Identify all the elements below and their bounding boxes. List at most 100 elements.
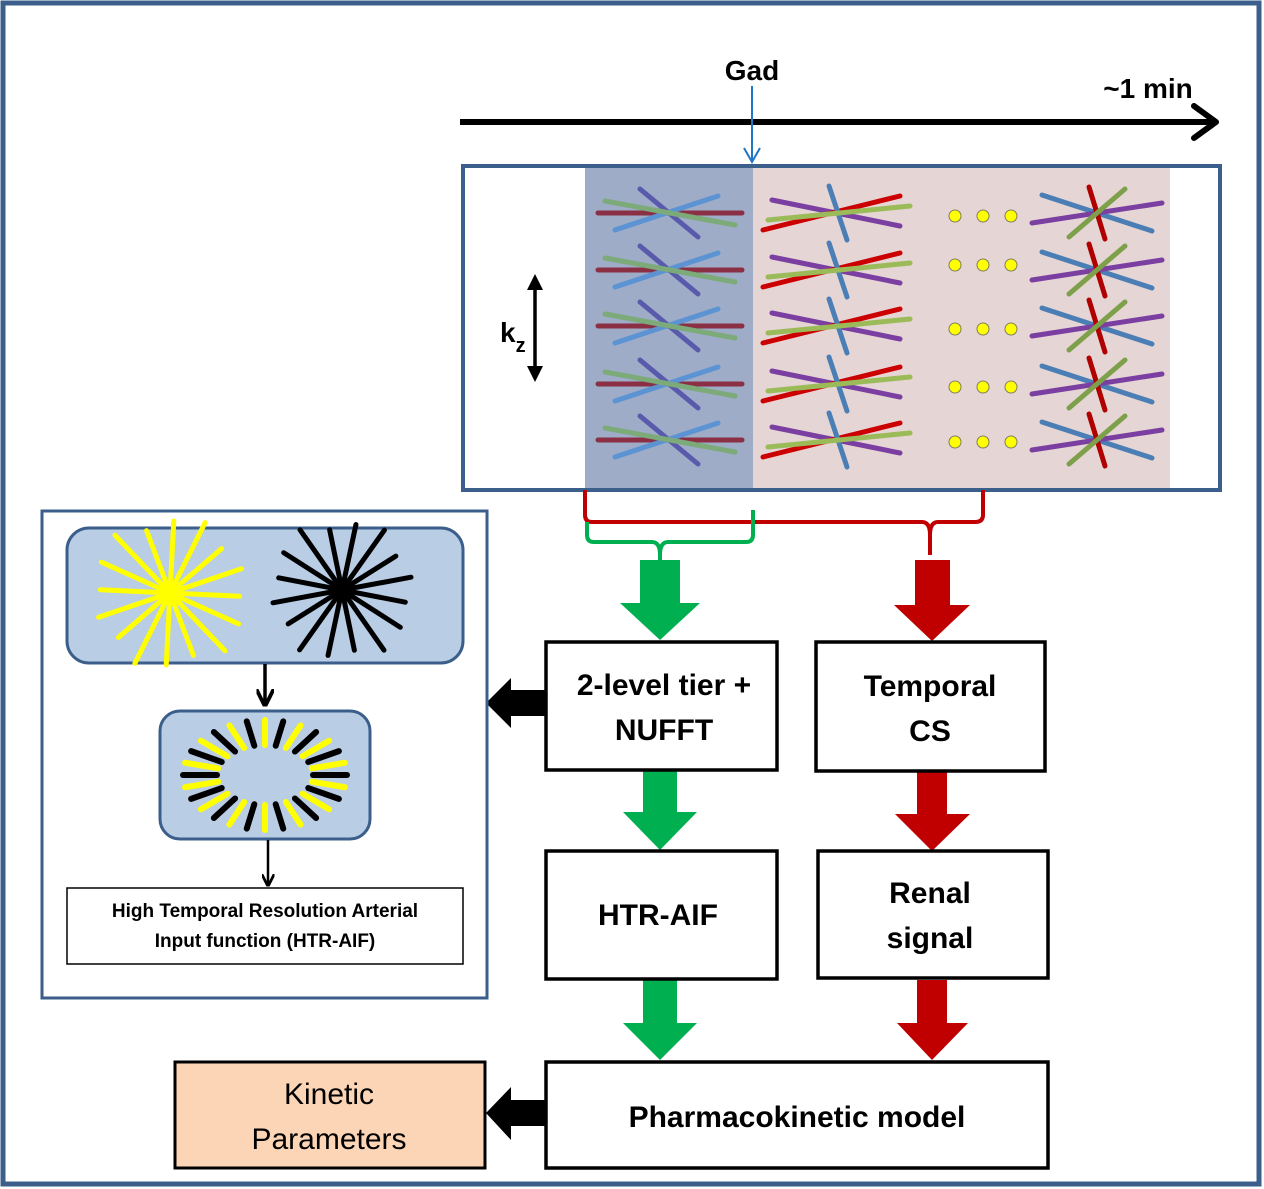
arrow-nufft-to-panel xyxy=(486,678,546,728)
box-renal-signal: Renal signal xyxy=(816,849,1050,980)
spoke-green xyxy=(1066,357,1128,411)
ellipsis-dot xyxy=(1004,258,1018,272)
renal-line1: Renal xyxy=(889,877,971,910)
spoke-green xyxy=(602,369,738,399)
box-pharmacokinetic-model: Pharmacokinetic model xyxy=(544,1060,1050,1170)
green-path-arrows xyxy=(620,560,700,1060)
black-ring-spoke xyxy=(188,748,225,765)
black-ring-spoke xyxy=(243,718,258,749)
acquisition-panel: kz xyxy=(461,164,1222,492)
spoke-green xyxy=(1066,243,1128,297)
left-panel: High Temporal Resolution Arterial Input … xyxy=(40,509,489,1000)
box-htr-aif: HTR-AIF xyxy=(544,849,779,981)
box-temporal-cs: Temporal CS xyxy=(814,640,1047,773)
caption-line1: High Temporal Resolution Arterial xyxy=(112,901,418,922)
temporal-cs-line1: Temporal xyxy=(864,670,997,703)
spoke-green xyxy=(765,316,913,336)
red-arrow-1 xyxy=(894,560,970,641)
black-ring-spoke xyxy=(272,718,287,749)
spoke-green xyxy=(1066,186,1128,240)
ellipsis-dot xyxy=(1004,209,1018,223)
model-label: Pharmacokinetic model xyxy=(629,1101,966,1134)
gad-arrowhead-icon xyxy=(743,147,761,165)
spoke-green xyxy=(602,311,738,341)
spoke-green xyxy=(765,260,913,280)
ellipsis-dot xyxy=(976,209,990,223)
spoke-green xyxy=(1066,299,1128,353)
htr-aif-caption-box xyxy=(66,887,464,965)
red-path-arrows xyxy=(894,560,970,1060)
spoke-green xyxy=(765,374,913,394)
early-spokes-group xyxy=(595,186,745,467)
yellow-ring-spoke xyxy=(308,778,348,791)
black-spoke xyxy=(270,574,414,606)
red-brace xyxy=(583,490,985,555)
yellow-ring-spoke xyxy=(182,778,222,791)
spoke-green xyxy=(602,198,738,228)
kinetic-line2: Parameters xyxy=(251,1123,406,1156)
black-ring-spoke xyxy=(291,728,320,755)
gad-label: Gad xyxy=(725,55,779,86)
yellow-ring-spoke xyxy=(308,759,348,772)
kz-down-arrowhead-icon xyxy=(527,366,543,382)
ellipsis-dot xyxy=(1004,322,1018,336)
red-arrow-2 xyxy=(895,771,970,851)
ellipsis-dot xyxy=(1004,380,1018,394)
ellipsis-dot xyxy=(1004,435,1018,449)
late-spokes-group xyxy=(760,183,913,470)
red-arrow-3 xyxy=(897,980,968,1060)
black-ring-spoke xyxy=(272,801,287,832)
caption-line2: Input function (HTR-AIF) xyxy=(155,931,376,952)
yellow-ring-spoke xyxy=(282,799,304,828)
kz-up-arrowhead-icon xyxy=(527,274,543,290)
arrow-model-to-params xyxy=(486,1087,546,1140)
black-ring-spoke xyxy=(243,801,258,832)
htr-aif-label: HTR-AIF xyxy=(598,899,718,932)
interleaved-ring-icon xyxy=(180,717,350,833)
ellipsis-dot xyxy=(948,209,962,223)
temporal-cs-line2: CS xyxy=(909,715,951,748)
green-arrow-2 xyxy=(623,771,697,850)
ellipsis-dot xyxy=(976,435,990,449)
spoke-green xyxy=(602,255,738,285)
box-kinetic-parameters: Kinetic Parameters xyxy=(173,1060,487,1170)
yellow-spoke xyxy=(96,566,244,620)
ellipsis-dot xyxy=(976,258,990,272)
kinetic-line1: Kinetic xyxy=(284,1078,374,1111)
black-ring-spoke xyxy=(305,785,342,802)
ellipsis-dot xyxy=(948,322,962,336)
black-ring-spoke xyxy=(210,728,239,755)
yellow-ring-spoke xyxy=(182,759,222,772)
black-ring-spoke xyxy=(188,785,225,802)
nufft-line1: 2-level tier + xyxy=(577,669,751,702)
duration-label: ~1 min xyxy=(1103,73,1192,104)
yellow-radial-star-icon xyxy=(96,518,244,668)
acquisition-frame xyxy=(461,164,1222,492)
final-spokes-group xyxy=(1029,184,1165,469)
ellipsis-dots-group xyxy=(948,209,1018,449)
yellow-ring-spoke xyxy=(197,790,231,813)
yellow-ring-spoke xyxy=(197,737,231,760)
black-ring-spoke xyxy=(305,748,342,765)
yellow-ring-spoke xyxy=(226,799,248,828)
green-arrow-3 xyxy=(623,980,697,1060)
box-nufft: 2-level tier + NUFFT xyxy=(544,640,779,772)
renal-line2: signal xyxy=(887,922,974,955)
spoke-green xyxy=(765,430,913,450)
ellipsis-dot xyxy=(948,435,962,449)
yellow-ring-spoke xyxy=(299,737,333,760)
spoke-green xyxy=(1066,413,1128,467)
yellow-ring-spoke xyxy=(299,790,333,813)
timeline: ~1 min Gad xyxy=(460,55,1219,165)
spoke-green xyxy=(765,203,913,223)
ellipsis-dot xyxy=(948,380,962,394)
black-radial-star-icon xyxy=(270,522,414,658)
time-axis-arrowhead-icon xyxy=(1191,103,1219,141)
combined-spokes-panel xyxy=(158,709,372,841)
spoke-green xyxy=(602,425,738,455)
yellow-ring-spoke xyxy=(282,722,304,751)
nufft-line2: NUFFT xyxy=(615,714,713,747)
green-brace xyxy=(585,510,755,562)
ellipsis-dot xyxy=(976,322,990,336)
black-ring-spoke xyxy=(210,795,239,822)
